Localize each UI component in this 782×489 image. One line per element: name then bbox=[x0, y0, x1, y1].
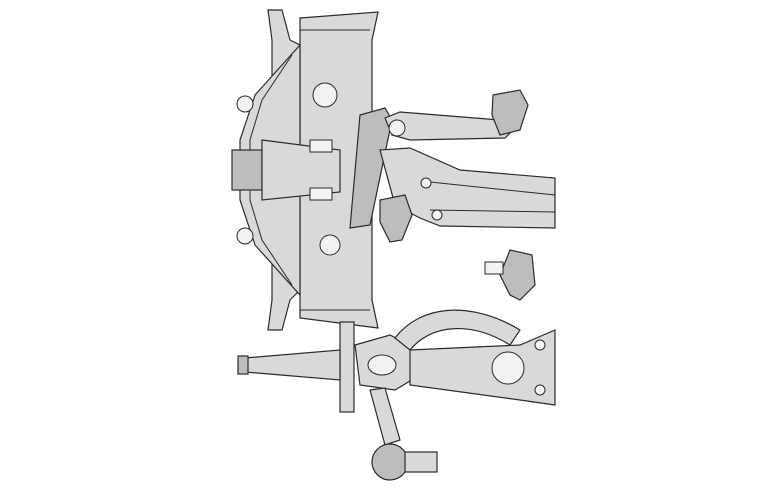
upper-control-arm bbox=[384, 89, 529, 141]
lower-view-assembly bbox=[237, 309, 556, 481]
steering-knuckle bbox=[312, 82, 393, 256]
hub-and-spindle bbox=[231, 95, 341, 245]
lower-control-arm-and-frame bbox=[379, 147, 556, 243]
ball-joint-detail bbox=[484, 249, 536, 301]
